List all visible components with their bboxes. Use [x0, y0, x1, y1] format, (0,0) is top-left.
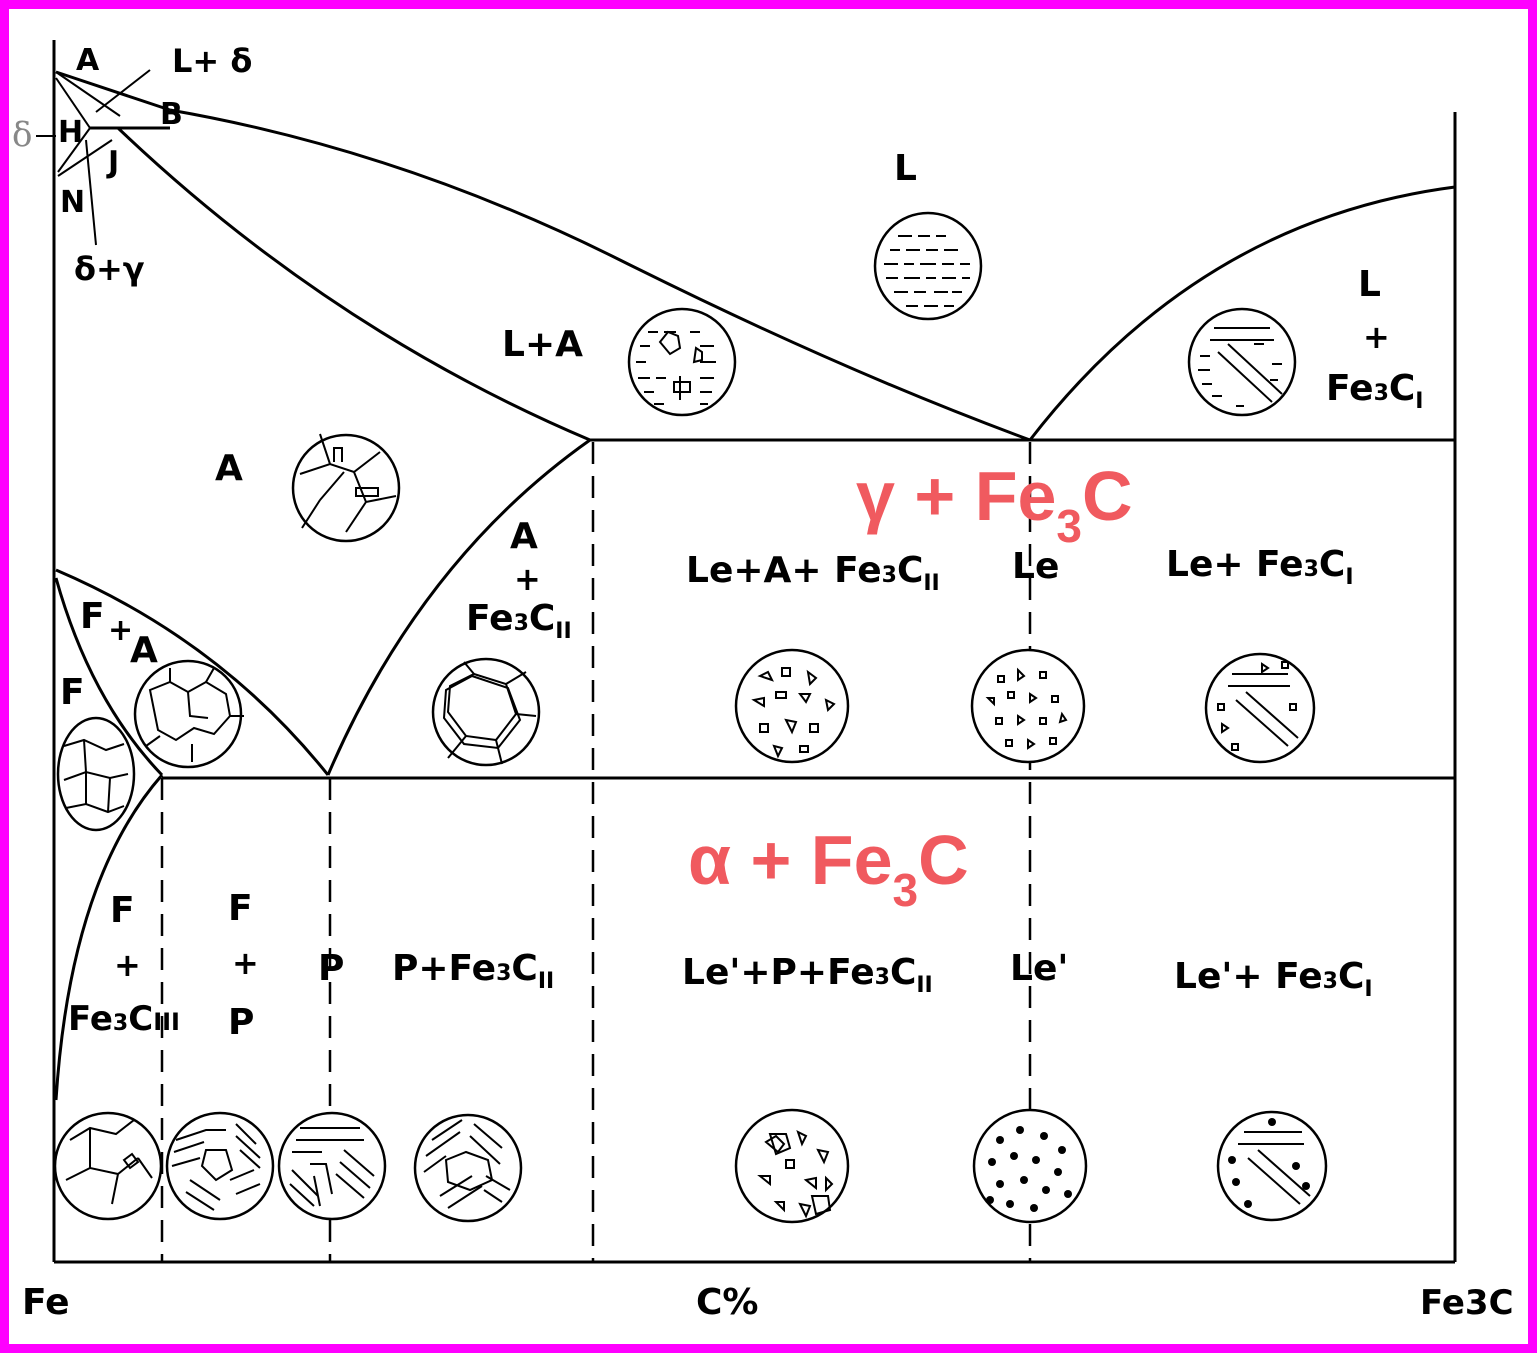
alpha-fe3c-label: α + Fe3C — [688, 821, 969, 916]
label-a-fa: A — [130, 630, 158, 671]
label-p: P — [318, 948, 344, 989]
label-p-fe3cii: P+Fe3CII — [392, 948, 554, 994]
liquidus-cd — [1028, 185, 1456, 441]
line-es — [326, 438, 591, 776]
label-fe3ciii: Fe3CIII — [68, 999, 180, 1039]
micro-liquid-cementite — [1187, 307, 1297, 417]
label-f-fp: F — [228, 888, 253, 929]
micro-ferrite-austenite — [133, 659, 244, 769]
line-gs — [55, 568, 330, 776]
label-lep: Le' — [1010, 948, 1068, 989]
micro-liquid — [873, 211, 983, 321]
point-j: J — [106, 145, 119, 180]
label-lep-p-fe3cii: Le'+P+Fe3CII — [682, 952, 933, 998]
label-fe3ci-top: Fe3CI — [1326, 368, 1423, 414]
label-f-low: F — [110, 890, 135, 931]
liquidus-ab — [55, 70, 171, 112]
micro-ledeburite-cementite — [1204, 652, 1316, 764]
line-jn — [57, 139, 113, 177]
delta-symbol: δ — [12, 115, 32, 155]
label-p-fp: P — [228, 1002, 254, 1043]
line-gp — [54, 577, 164, 777]
micro-pearlite — [277, 1111, 387, 1221]
point-n: N — [60, 185, 85, 220]
point-h: H — [58, 115, 83, 150]
label-f: F — [60, 672, 85, 713]
solidus-je — [116, 126, 591, 442]
label-a-es: A — [510, 516, 538, 557]
label-le-fe3ci: Le+ Fe3CI — [1166, 544, 1354, 590]
micro-pearlite-cementite — [413, 1113, 523, 1223]
label-l-top: L — [1358, 264, 1381, 305]
line-ab-inner — [55, 71, 121, 117]
axis-label-fe: Fe — [22, 1282, 70, 1323]
micro-ferrite-pearlite — [165, 1111, 275, 1221]
axis-label-c-percent: C% — [696, 1282, 759, 1323]
micro-liquid-austenite — [627, 307, 737, 417]
label-le: Le — [1012, 546, 1059, 587]
label-le-a-fe3cii: Le+A+ Fe3CII — [686, 550, 940, 596]
label-l-delta: L+ δ — [172, 42, 252, 80]
micro-transformed-ledeburite-pearlite — [734, 1108, 850, 1224]
label-delta-gamma: δ+γ — [74, 250, 145, 288]
label-plus-low: + — [114, 946, 141, 984]
label-fe3cii-es: Fe3CII — [466, 598, 572, 644]
leader-delta-gamma — [85, 139, 97, 246]
gamma-fe3c-label: γ + Fe3C — [856, 457, 1133, 552]
leader-l-delta — [95, 69, 151, 113]
micro-ledeburite — [970, 648, 1086, 764]
micro-austenite-cementite — [431, 657, 541, 767]
label-l-a: L+A — [502, 324, 583, 365]
label-plus-es: + — [514, 560, 541, 598]
micro-ledeburite-austenite — [734, 648, 850, 764]
micro-ferrite-tertiary — [53, 1111, 163, 1221]
axis-label-fe3c: Fe3C — [1420, 1283, 1514, 1323]
label-plus: + — [1363, 318, 1390, 356]
micro-transformed-ledeburite-cementite — [1216, 1110, 1328, 1222]
line-pq — [54, 774, 164, 1101]
micro-ferrite — [56, 716, 136, 832]
label-plus-fa: + — [108, 613, 133, 648]
point-b: B — [160, 97, 183, 132]
label-lep-fe3ci: Le'+ Fe3CI — [1174, 956, 1373, 1002]
label-a: A — [215, 448, 243, 489]
label-f-fa: F — [80, 596, 105, 637]
line-hn — [57, 127, 91, 173]
micro-austenite — [291, 433, 401, 543]
label-plus-fp: + — [232, 944, 259, 982]
line-ah — [55, 77, 91, 129]
point-a: A — [76, 43, 100, 78]
micro-transformed-ledeburite — [972, 1108, 1088, 1224]
liquidus-bc — [169, 108, 1031, 442]
label-l: L — [894, 148, 917, 189]
